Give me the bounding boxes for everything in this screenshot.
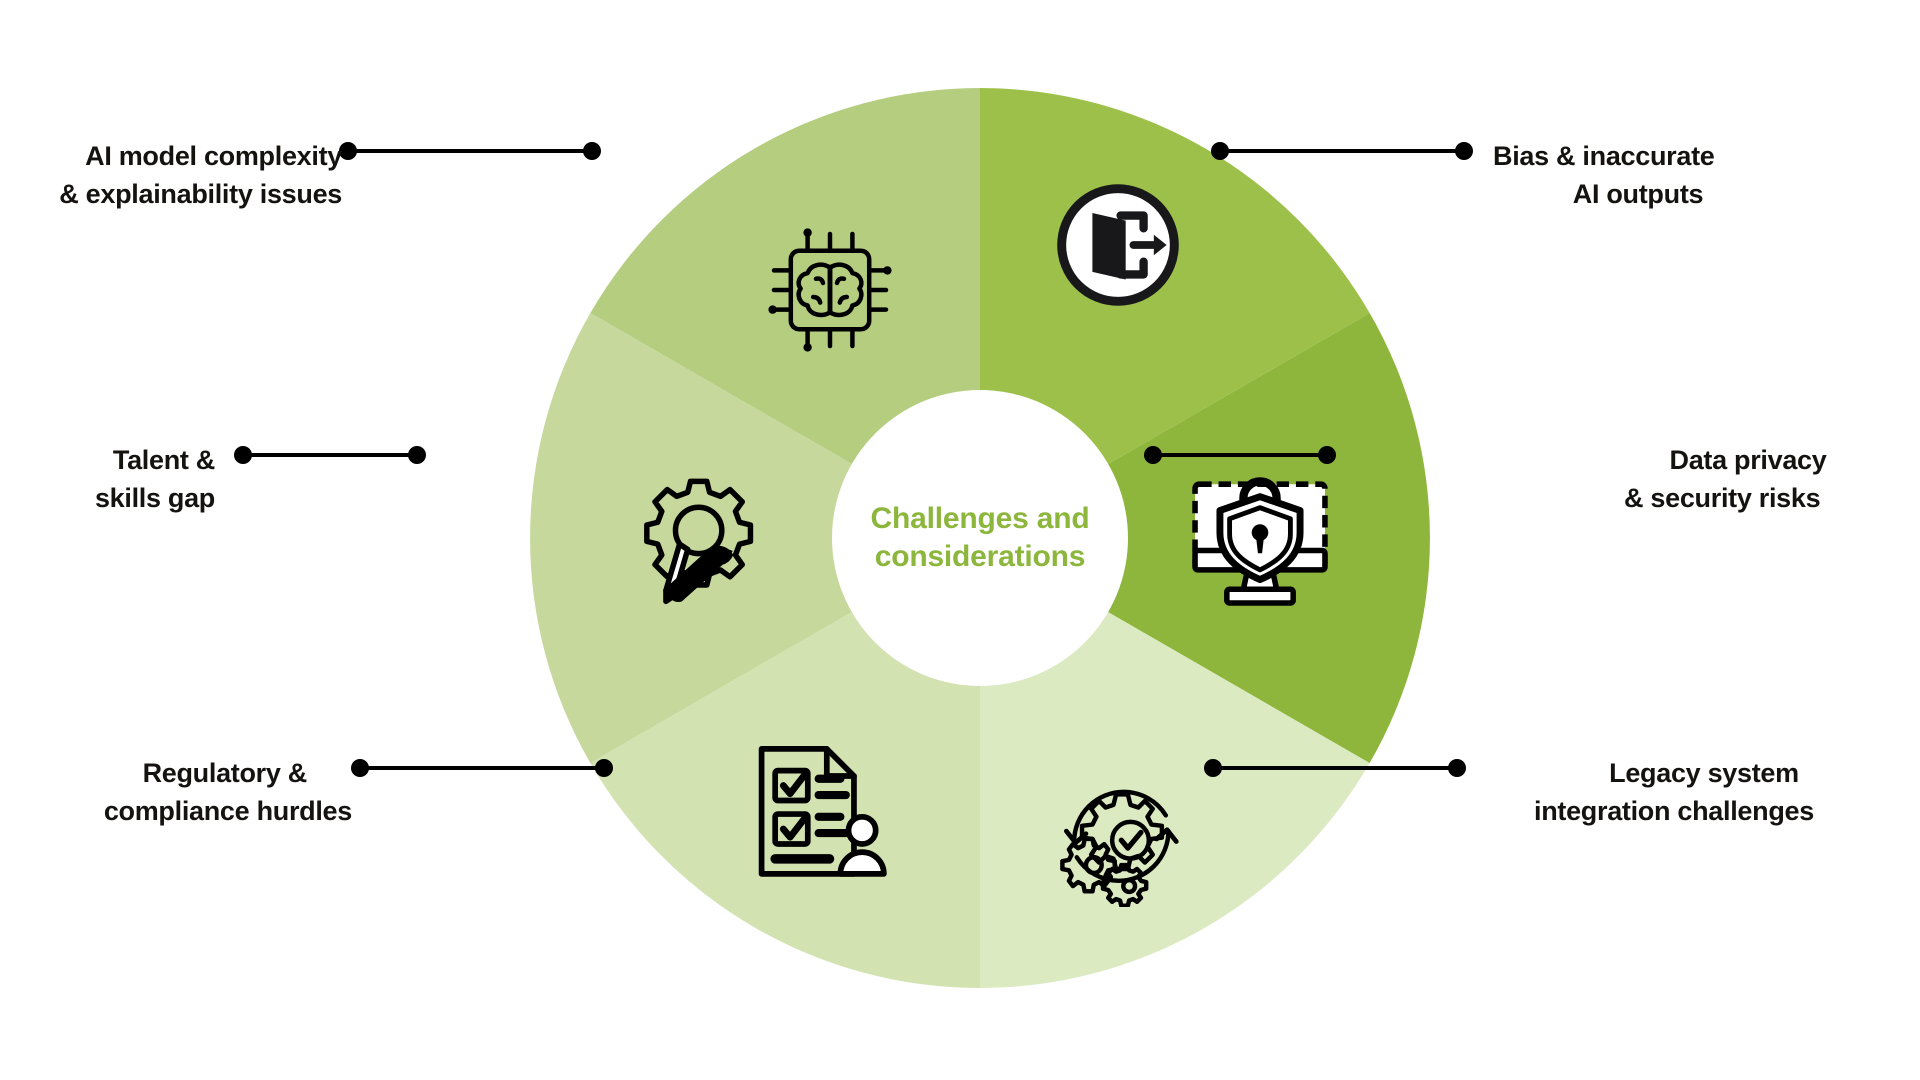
- donut-center-hole: [832, 390, 1128, 686]
- label-line1: Bias & inaccurate: [1493, 141, 1715, 171]
- segment-talent-skills-gap[interactable]: [530, 313, 980, 763]
- connector-dot-inner: [1211, 142, 1229, 160]
- segment-ai-model-complexity[interactable]: [590, 88, 980, 538]
- label-line1: Regulatory &: [142, 758, 308, 788]
- connector-line: [351, 759, 613, 777]
- connector-dot-inner: [595, 759, 613, 777]
- connector-line: [1144, 446, 1336, 464]
- brain-chip-glyph: [768, 228, 892, 352]
- label-line2: compliance hurdles: [103, 795, 352, 826]
- label-line2: & security risks: [1624, 482, 1821, 513]
- brain-chip-icon: [750, 210, 910, 370]
- checklist-person-icon: [735, 730, 905, 890]
- connector-legacy-integration: [1204, 757, 1466, 779]
- connector-bias-inaccurate: [1211, 140, 1473, 162]
- monitor-shield-lock-icon: [1175, 465, 1345, 625]
- gear-pencil-wrench-glyph: [644, 478, 754, 605]
- connector-regulatory-compliance: [351, 757, 613, 779]
- gears-refresh-check-icon: [1040, 755, 1200, 915]
- label-ai-model-complexity[interactable]: AI model complexity & explainability iss…: [0, 138, 342, 214]
- connector-line: [1211, 142, 1473, 160]
- gear-pencil-wrench-icon: [615, 455, 785, 625]
- connector-dot-outer: [1448, 759, 1466, 777]
- exit-door-arrow-glyph: [1057, 184, 1179, 306]
- connector-dot-outer: [1318, 446, 1336, 464]
- label-line2: skills gap: [94, 482, 215, 513]
- connector-line: [339, 142, 601, 160]
- connector-dot-outer: [351, 759, 369, 777]
- label-line2: AI outputs: [1572, 178, 1704, 209]
- connector-dot-inner: [583, 142, 601, 160]
- connector-line: [234, 446, 426, 464]
- label-line1: Data privacy: [1669, 445, 1827, 475]
- segment-legacy-integration[interactable]: [980, 538, 1370, 988]
- gears-refresh-check-glyph: [1060, 789, 1179, 907]
- connector-talent-skills-gap: [234, 444, 426, 466]
- label-legacy-integration[interactable]: Legacy system integration challenges: [1534, 755, 1920, 831]
- connector-dot-outer: [339, 142, 357, 160]
- label-regulatory-compliance[interactable]: Regulatory & compliance hurdles: [0, 755, 352, 831]
- connector-ai-model-complexity: [339, 140, 601, 162]
- exit-door-arrow-icon: [1048, 175, 1188, 315]
- monitor-shield-lock-glyph: [1192, 477, 1328, 606]
- label-line1: AI model complexity: [85, 141, 342, 171]
- connector-line: [1204, 759, 1466, 777]
- label-line1: Talent &: [112, 445, 215, 475]
- label-bias-inaccurate[interactable]: Bias & inaccurate AI outputs: [1493, 138, 1913, 214]
- label-line2: integration challenges: [1534, 795, 1814, 826]
- label-data-privacy[interactable]: Data privacy & security risks: [1624, 442, 1920, 518]
- label-line2: & explainability issues: [59, 178, 342, 209]
- connector-dot-outer: [234, 446, 252, 464]
- label-talent-skills-gap[interactable]: Talent & skills gap: [0, 442, 215, 518]
- connector-dot-inner: [1144, 446, 1162, 464]
- label-line1: Legacy system: [1609, 758, 1799, 788]
- connector-dot-inner: [1204, 759, 1222, 777]
- connector-dot-outer: [1455, 142, 1473, 160]
- connector-dot-inner: [408, 446, 426, 464]
- connector-data-privacy: [1144, 444, 1336, 466]
- checklist-person-glyph: [758, 746, 887, 877]
